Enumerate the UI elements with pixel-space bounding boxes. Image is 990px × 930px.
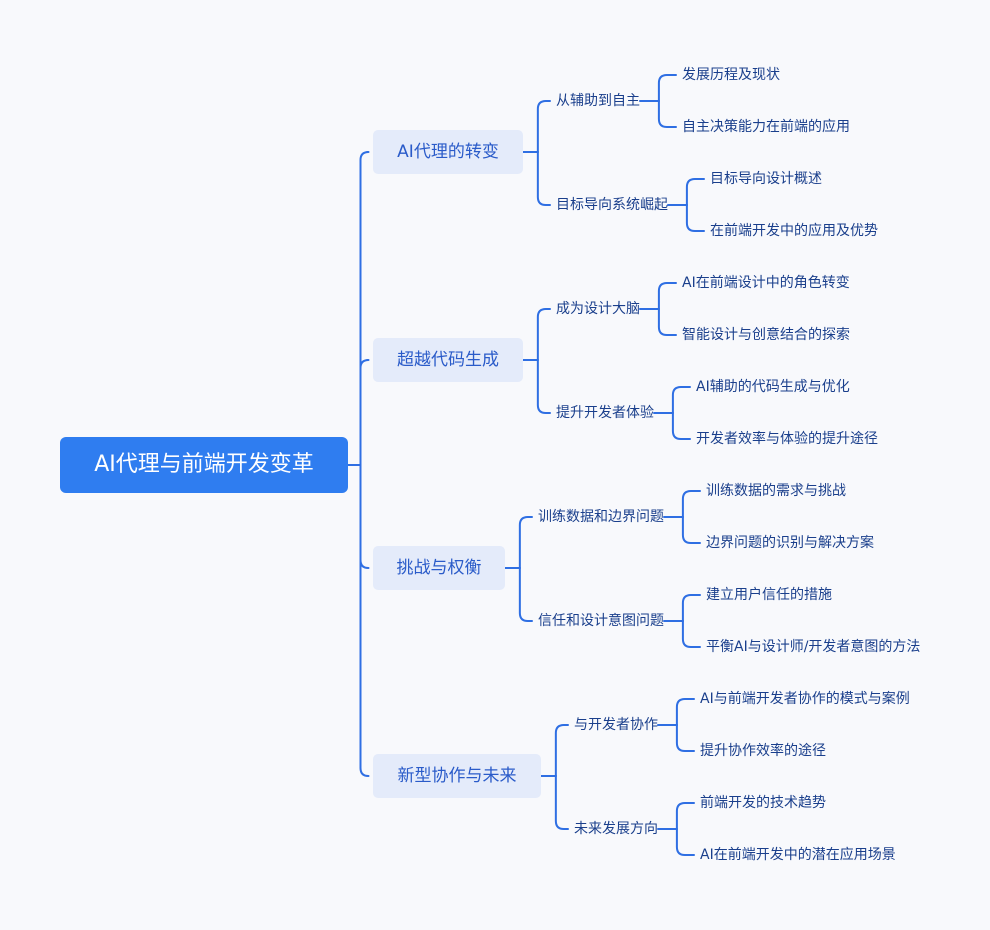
subtopic-trust-design-intent[interactable]: 信任和设计意图问题	[538, 613, 664, 629]
leaf-collaboration-efficiency[interactable]: 提升协作效率的途径	[700, 743, 826, 759]
sub-1-1-link-1	[671, 412, 691, 440]
leaf-collaboration-models[interactable]: AI与前端开发者协作的模式与案例	[700, 691, 910, 707]
root-node[interactable]: AI代理与前端开发变革	[60, 437, 348, 493]
branch-node-beyond-codegen[interactable]: 超越代码生成	[373, 338, 523, 382]
leaf-training-data-needs[interactable]: 训练数据的需求与挑战	[706, 483, 846, 499]
subtopic-design-brain[interactable]: 成为设计大脑	[556, 301, 640, 317]
leaf-potential-scenarios[interactable]: AI在前端开发中的潜在应用场景	[700, 847, 896, 863]
branch-2-link-0	[518, 516, 533, 569]
sub-2-0-link-1	[681, 516, 701, 544]
sub-3-0-link-0	[675, 698, 695, 726]
root-link-2	[359, 464, 370, 569]
sub-2-0-link-0	[681, 490, 701, 518]
branch-3-link-0	[554, 724, 569, 777]
branch-node-new-collaboration[interactable]: 新型协作与未来	[373, 754, 541, 798]
sub-0-0-link-1	[657, 100, 677, 128]
leaf-ai-role-shift[interactable]: AI在前端设计中的角色转变	[682, 275, 850, 291]
subtopic-future-direction[interactable]: 未来发展方向	[574, 821, 658, 837]
branch-2-link-1	[518, 567, 533, 622]
branch-3-link-1	[554, 775, 569, 830]
subtopic-assist-to-autonomy[interactable]: 从辅助到自主	[556, 93, 640, 109]
leaf-goal-design-overview[interactable]: 目标导向设计概述	[710, 171, 822, 187]
sub-2-1-link-0	[681, 594, 701, 622]
subtopic-training-data-boundaries[interactable]: 训练数据和边界问题	[538, 509, 664, 525]
leaf-autonomous-decision[interactable]: 自主决策能力在前端的应用	[682, 119, 850, 135]
branch-node-challenges[interactable]: 挑战与权衡	[373, 546, 505, 590]
branch-1-link-1	[536, 359, 551, 414]
leaf-boundary-solutions[interactable]: 边界问题的识别与解决方案	[706, 535, 874, 551]
leaf-balance-intent[interactable]: 平衡AI与设计师/开发者意图的方法	[706, 639, 921, 655]
leaf-user-trust-measures[interactable]: 建立用户信任的措施	[706, 587, 832, 603]
leaf-tech-trends[interactable]: 前端开发的技术趋势	[700, 795, 826, 811]
sub-0-1-link-1	[685, 204, 705, 232]
sub-2-1-link-1	[681, 620, 701, 648]
branch-node-ai-agent-shift[interactable]: AI代理的转变	[373, 130, 523, 174]
leaf-development-history[interactable]: 发展历程及现状	[682, 67, 780, 83]
sub-1-0-link-1	[657, 308, 677, 336]
sub-3-1-link-1	[675, 828, 695, 856]
leaf-smart-design-creativity[interactable]: 智能设计与创意结合的探索	[682, 327, 850, 343]
sub-3-0-link-1	[675, 724, 695, 752]
sub-1-1-link-0	[671, 386, 691, 414]
root-link-0	[359, 151, 370, 466]
root-link-1	[359, 359, 370, 466]
sub-1-0-link-0	[657, 282, 677, 310]
branch-0-link-0	[536, 100, 551, 153]
leaf-frontend-application-advantages[interactable]: 在前端开发中的应用及优势	[710, 223, 878, 239]
branch-1-link-0	[536, 308, 551, 361]
sub-0-1-link-0	[685, 178, 705, 206]
branch-0-link-1	[536, 151, 551, 206]
subtopic-goal-oriented-rise[interactable]: 目标导向系统崛起	[556, 197, 668, 213]
leaf-developer-efficiency[interactable]: 开发者效率与体验的提升途径	[696, 431, 878, 447]
leaf-ai-code-generation[interactable]: AI辅助的代码生成与优化	[696, 379, 850, 395]
sub-0-0-link-0	[657, 74, 677, 102]
subtopic-developer-experience[interactable]: 提升开发者体验	[556, 405, 654, 421]
subtopic-developer-collaboration[interactable]: 与开发者协作	[574, 717, 658, 733]
root-link-3	[359, 464, 370, 777]
sub-3-1-link-0	[675, 802, 695, 830]
